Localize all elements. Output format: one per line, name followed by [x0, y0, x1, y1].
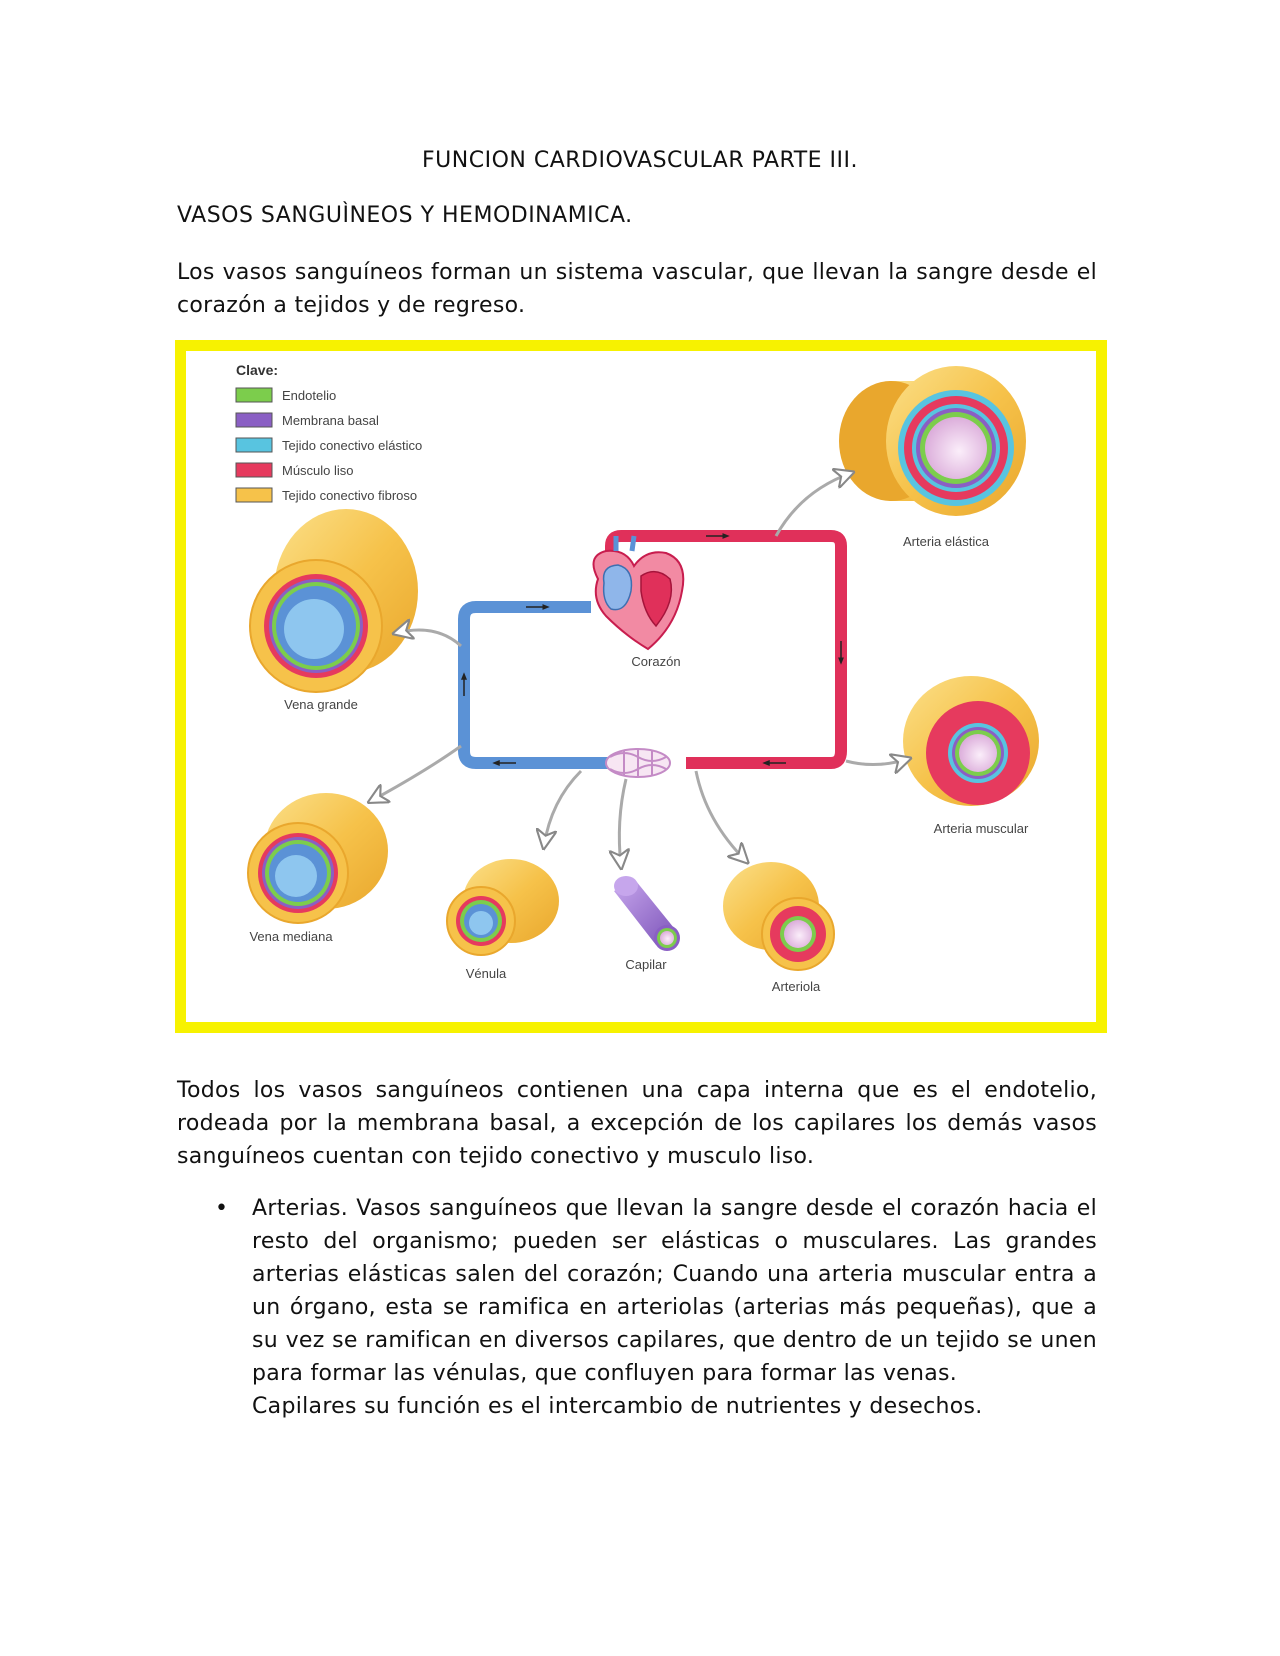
capillary-bed [605, 748, 671, 778]
medium-vein-cylinder [247, 793, 388, 924]
arrow-to-arteriole-icon [694, 770, 746, 861]
capillary-cylinder [614, 876, 680, 951]
intro-paragraph: Los vasos sanguíneos forman un sistema v… [177, 260, 1097, 318]
legend-label-fibrous-tissue: Tejido conectivo fibroso [282, 488, 417, 503]
arrow-to-capillary-icon [619, 778, 626, 866]
legend-label-basal-membrane: Membrana basal [282, 413, 379, 428]
bullet-list: • Arterias. Vasos sanguíneos que llevan … [177, 1192, 1097, 1423]
label-heart: Corazón [631, 654, 680, 669]
legend-swatch-basal-membrane [235, 412, 273, 428]
elastic-artery-cylinder [839, 366, 1026, 516]
venule-cylinder [446, 859, 559, 956]
vascular-system-figure: Clave: Endotelio Membrana basal Tejido c… [175, 340, 1107, 1033]
label-capillary: Capilar [625, 957, 667, 972]
arrow-to-venule-icon [544, 769, 583, 846]
label-medium-vein: Vena mediana [249, 929, 333, 944]
list-item: • Arterias. Vasos sanguíneos que llevan … [177, 1192, 1097, 1423]
bullet-note-capillaries: Capilares su función es el intercambio d… [252, 1394, 983, 1419]
vein-path [458, 601, 636, 769]
vascular-diagram: Clave: Endotelio Membrana basal Tejido c… [235, 362, 1039, 994]
legend-label-endothelium: Endotelio [282, 388, 336, 403]
legend-title: Clave: [236, 362, 278, 378]
legend-swatch-endothelium [235, 387, 273, 403]
legend-label-smooth-muscle: Músculo liso [282, 463, 354, 478]
label-arteriole: Arteriola [772, 979, 821, 994]
arrow-to-muscular-artery-icon [845, 759, 908, 765]
muscular-artery-cylinder [903, 676, 1039, 806]
section-heading: VASOS SANGUÌNEOS Y HEMODINAMICA. [177, 203, 633, 228]
arteriole-cylinder [723, 862, 835, 971]
large-vein-cylinder [249, 509, 418, 693]
legend-label-elastic-tissue: Tejido conectivo elástico [282, 438, 422, 453]
legend-swatch-fibrous-tissue [235, 487, 273, 503]
body-paragraph: Todos los vasos sanguíneos contienen una… [177, 1078, 1097, 1169]
legend-swatch-elastic-tissue [235, 437, 273, 453]
arrow-to-large-vein-icon [396, 630, 463, 648]
arrow-to-medium-vein-icon [371, 744, 462, 801]
arrow-to-elastic-artery-icon [774, 473, 851, 537]
artery-path [605, 530, 847, 769]
bullet-icon: • [215, 1196, 229, 1221]
circulation-loop [458, 530, 847, 778]
bullet-text-arteries: Arterias. Vasos sanguíneos que llevan la… [252, 1196, 1097, 1386]
legend-swatch-smooth-muscle [235, 462, 273, 478]
legend: Clave: Endotelio Membrana basal Tejido c… [235, 362, 422, 503]
heart-icon [592, 535, 685, 651]
page-title: FUNCION CARDIOVASCULAR PARTE III. [422, 148, 858, 173]
label-large-vein: Vena grande [284, 697, 358, 712]
label-muscular-artery: Arteria muscular [934, 821, 1029, 836]
label-elastic-artery: Arteria elástica [903, 534, 990, 549]
label-venule: Vénula [466, 966, 507, 981]
